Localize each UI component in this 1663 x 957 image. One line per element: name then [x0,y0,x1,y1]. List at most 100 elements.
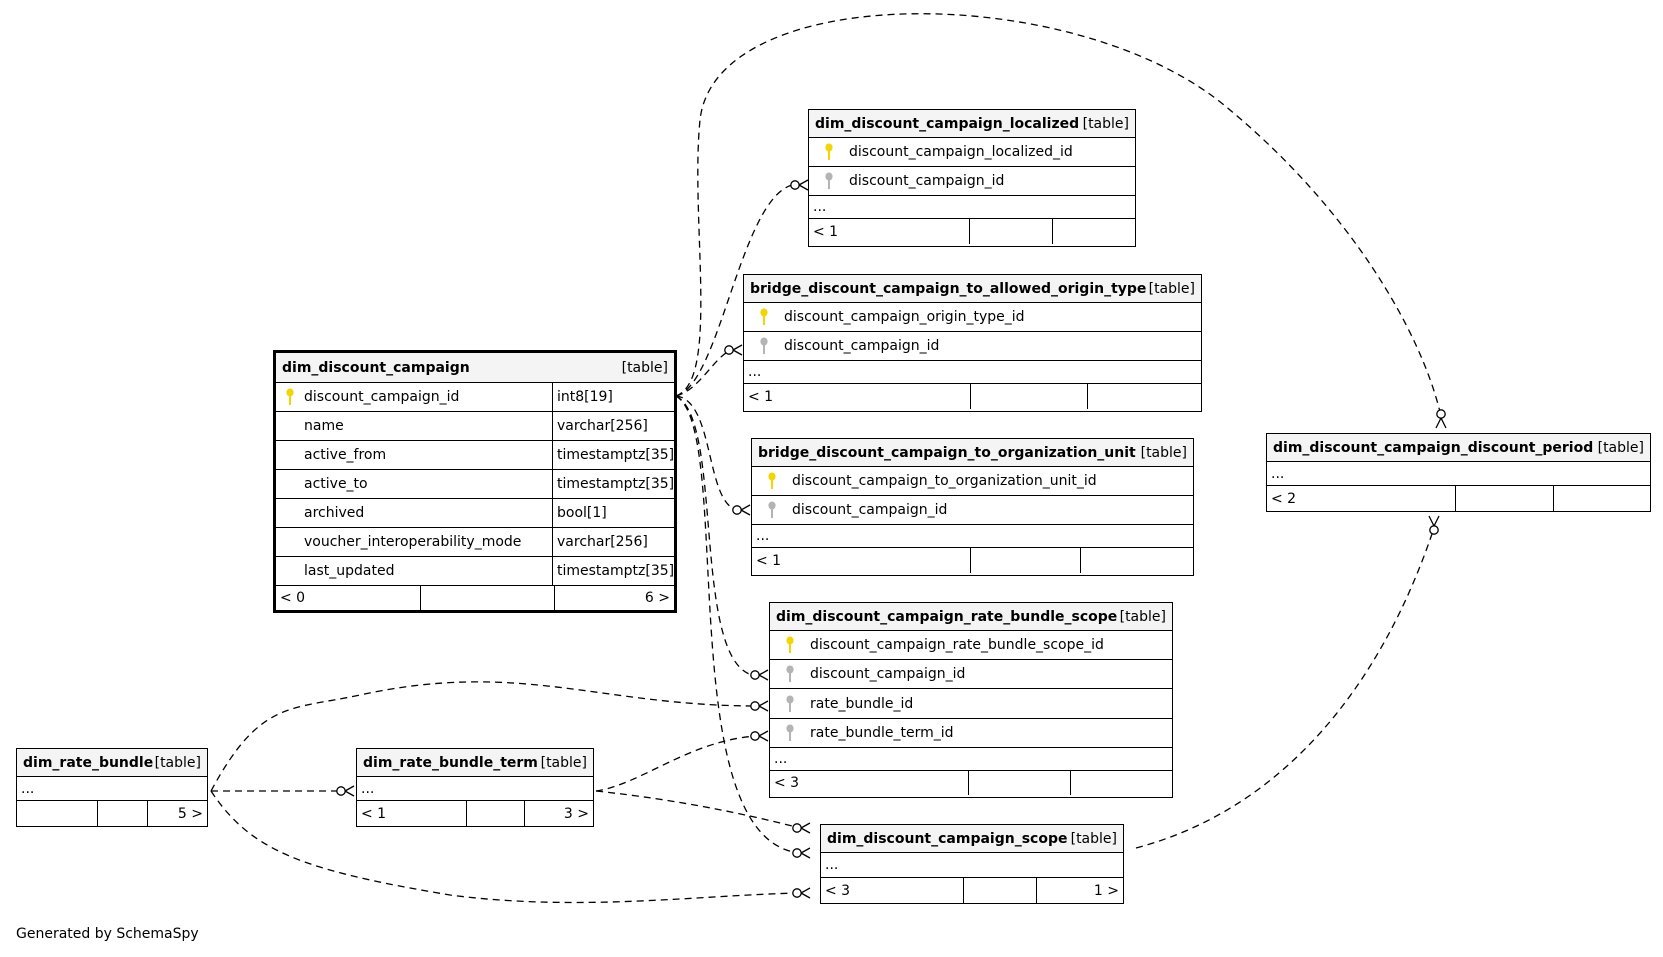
table-footer: < 1 [809,219,1135,244]
table-name: dim_discount_campaign_discount_period [1273,439,1594,456]
column-row: rate_bundle_id [770,689,1172,719]
table-footer: < 2 [1267,486,1650,511]
more-columns: ... [744,361,1201,384]
foreign-key-icon [744,337,784,355]
table-kind: [table] [1140,444,1187,461]
column-name: discount_campaign_localized_id [849,144,1073,160]
column-row: voucher_interoperability_mode varchar[25… [276,528,674,557]
table-name: dim_rate_bundle_term [363,754,538,771]
table-discount-campaign-scope[interactable]: dim_discount_campaign_scope [table] ... … [820,824,1124,904]
table-header: dim_rate_bundle [table] [17,749,207,777]
more-columns: ... [1267,462,1650,486]
column-type: bool[1] [552,499,674,527]
column-name: discount_campaign_rate_bundle_scope_id [810,637,1104,653]
table-bridge-allowed-origin-type[interactable]: bridge_discount_campaign_to_allowed_orig… [743,274,1202,412]
column-row: name varchar[256] [276,412,674,441]
column-name: discount_campaign_to_organization_unit_i… [792,473,1097,489]
table-kind: [table] [1597,439,1644,456]
column-row: discount_campaign_to_organization_unit_i… [752,467,1193,496]
parents-link[interactable]: < 1 [361,805,387,822]
children-link[interactable] [1553,486,1650,511]
primary-key-icon [276,388,304,406]
more-columns: ... [357,777,593,801]
table-footer: < 0 6 > [276,586,674,610]
column-name: discount_campaign_id [810,666,966,682]
more-columns: ... [17,777,207,801]
table-footer: < 3 1 > [821,878,1123,903]
table-dim-discount-campaign[interactable]: dim_discount_campaign [table] discount_c… [273,350,677,613]
table-dim-rate-bundle-term[interactable]: dim_rate_bundle_term [table] ... < 1 3 > [356,748,594,827]
table-header: bridge_discount_campaign_to_organization… [752,439,1193,467]
table-name: bridge_discount_campaign_to_organization… [758,444,1136,461]
children-link[interactable]: 3 > [524,801,593,826]
edge-term-rbscope [595,735,758,792]
parents-link[interactable]: < 0 [280,590,306,606]
foreign-key-icon [770,695,810,713]
table-rate-bundle-scope[interactable]: dim_discount_campaign_rate_bundle_scope … [769,602,1173,798]
primary-key-icon [809,143,849,161]
column-row: discount_campaign_origin_type_id [744,303,1201,332]
table-name: dim_discount_campaign_scope [827,830,1068,847]
parents-link[interactable]: < 1 [813,223,839,240]
parents-link[interactable]: < 3 [825,882,851,899]
column-row: discount_campaign_id [770,660,1172,689]
table-kind: [table] [1119,608,1166,625]
children-link[interactable]: 5 > [147,801,207,826]
column-name: discount_campaign_origin_type_id [784,309,1025,325]
table-kind: [table] [1070,830,1117,847]
table-header: dim_discount_campaign [table] [276,353,674,383]
table-discount-period[interactable]: dim_discount_campaign_discount_period [t… [1266,433,1651,512]
parents-link[interactable]: < 1 [756,552,782,569]
column-type: timestamptz[35] [552,441,674,469]
table-name: dim_rate_bundle [23,754,154,771]
parents-link[interactable] [17,801,97,826]
column-row: discount_campaign_id [809,167,1135,196]
children-link[interactable]: 6 > [554,586,674,610]
table-footer: < 1 3 > [357,801,593,826]
column-row: active_to timestamptz[35] [276,470,674,499]
column-name: discount_campaign_id [792,502,948,518]
column-row: discount_campaign_rate_bundle_scope_id [770,631,1172,660]
column-name: voucher_interoperability_mode [304,534,522,550]
children-link[interactable] [1070,771,1172,795]
table-kind: [table] [621,359,668,376]
table-dim-discount-campaign-localized[interactable]: dim_discount_campaign_localized [table] … [808,109,1136,247]
children-link[interactable] [1052,219,1135,244]
parents-link[interactable]: < 2 [1271,490,1297,507]
table-kind: [table] [154,754,201,771]
column-row: discount_campaign_localized_id [809,138,1135,167]
column-name: last_updated [304,563,395,579]
more-columns: ... [821,853,1123,878]
column-row: archived bool[1] [276,499,674,528]
column-name: archived [304,505,365,521]
column-row: rate_bundle_term_id [770,719,1172,748]
table-bridge-organization-unit[interactable]: bridge_discount_campaign_to_organization… [751,438,1194,576]
generator-credit: Generated by SchemaSpy [16,926,199,942]
table-kind: [table] [540,754,587,771]
column-name: discount_campaign_id [784,338,940,354]
column-name: active_from [304,447,387,463]
table-header: dim_discount_campaign_scope [table] [821,825,1123,853]
column-row: discount_campaign_id int8[19] [276,383,674,412]
primary-key-icon [752,472,792,490]
children-link[interactable] [1087,384,1201,409]
column-name: discount_campaign_id [849,173,1005,189]
column-name: rate_bundle_term_id [810,725,954,741]
column-row: active_from timestamptz[35] [276,441,674,470]
table-header: dim_discount_campaign_discount_period [t… [1267,434,1650,462]
table-footer: < 1 [744,384,1201,409]
column-row: discount_campaign_id [752,496,1193,525]
parents-link[interactable]: < 1 [748,388,774,405]
table-footer: 5 > [17,801,207,826]
column-type: timestamptz[35] [552,557,674,585]
primary-key-icon [770,636,810,654]
column-type: int8[19] [552,383,674,411]
children-link[interactable] [1080,548,1193,573]
children-link[interactable]: 1 > [1036,878,1123,903]
table-dim-rate-bundle[interactable]: dim_rate_bundle [table] ... 5 > [16,748,208,827]
table-name: dim_discount_campaign [282,359,470,376]
column-name: name [304,418,344,434]
parents-link[interactable]: < 3 [774,775,800,791]
primary-key-icon [744,308,784,326]
foreign-key-icon [809,172,849,190]
